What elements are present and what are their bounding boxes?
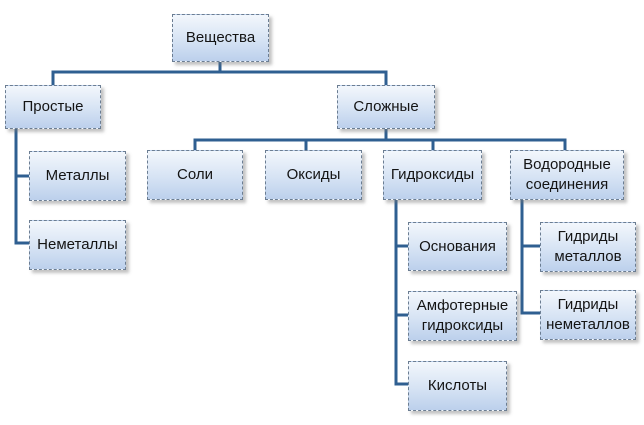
node-oxides[interactable]: Оксиды (265, 150, 362, 200)
node-bases[interactable]: Основания (408, 222, 507, 271)
connector-substances-to-simple-complex (51, 61, 388, 87)
node-salts[interactable]: Соли (147, 150, 243, 200)
connector-hydrogen-compounds-to-children (520, 199, 542, 315)
node-metal-hydrides[interactable]: Гидриды металлов (540, 222, 636, 272)
connector-hydroxides-to-children (394, 199, 410, 386)
node-complex[interactable]: Сложные (337, 85, 435, 129)
node-nonmetals[interactable]: Неметаллы (29, 220, 126, 270)
connector-simple-to-children (14, 128, 31, 245)
node-acids[interactable]: Кислоты (408, 361, 507, 411)
node-nonmetal-hydrides[interactable]: Гидриды неметаллов (540, 290, 636, 340)
node-hydroxides[interactable]: Гидроксиды (383, 150, 482, 200)
node-simple[interactable]: Простые (5, 85, 101, 129)
connector-complex-to-children (193, 127, 567, 152)
node-substances[interactable]: Вещества (172, 14, 269, 62)
node-metals[interactable]: Металлы (29, 151, 126, 201)
node-amphoteric-hydroxides[interactable]: Амфотерные гидроксиды (408, 291, 517, 341)
node-hydrogen-compounds[interactable]: Водородные соединения (510, 150, 624, 200)
